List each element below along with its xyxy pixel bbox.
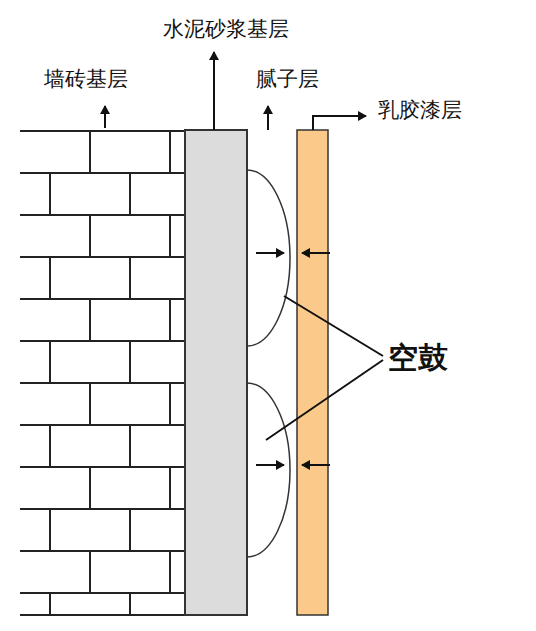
layer-label: 乳胶漆层: [378, 98, 462, 123]
pressure-arrows: [256, 253, 330, 465]
layer-label: 墙砖基层: [44, 67, 128, 92]
brick-wall: [20, 130, 185, 615]
hollow-bulges: [247, 170, 290, 557]
layer-label: 腻子层: [256, 67, 319, 92]
cement-layer: [185, 130, 247, 615]
layer-label: 水泥砂浆基层: [163, 17, 289, 42]
latex-layer: [297, 130, 328, 615]
leader-lines: [105, 52, 383, 440]
callout-label: 空鼓: [388, 340, 448, 376]
